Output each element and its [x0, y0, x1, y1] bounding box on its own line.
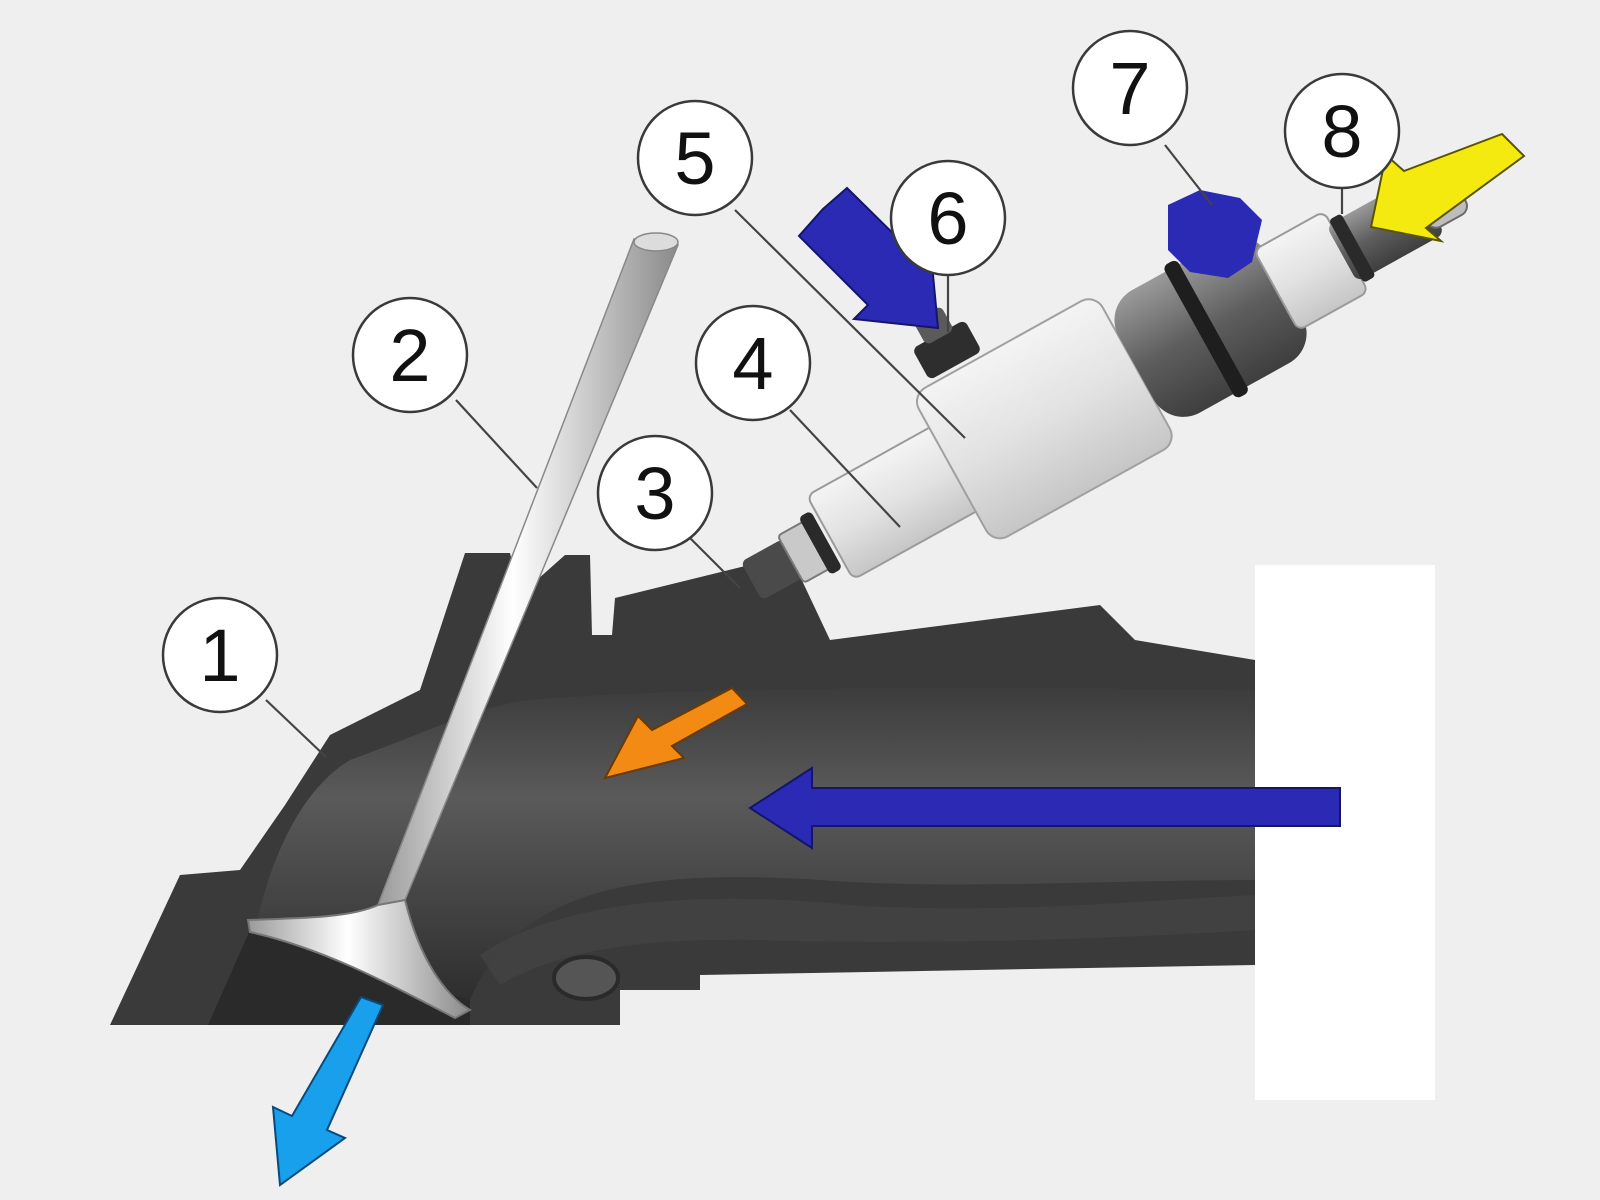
blue-cap	[1168, 190, 1262, 278]
callout-1-label: 1	[199, 614, 240, 697]
callout-5-label: 5	[674, 117, 715, 200]
valve-seat-cavity	[208, 930, 470, 1025]
valve-stem-tip	[633, 232, 679, 252]
leader-4	[789, 409, 901, 528]
callout-leaders	[265, 144, 1344, 758]
fuel-injector	[742, 170, 1468, 599]
fuel-inlet-arrow	[1369, 132, 1526, 243]
intake-valve	[246, 232, 680, 1020]
callout-3-label: 3	[634, 452, 675, 535]
blank-panel	[1255, 565, 1435, 1100]
leader-5	[734, 209, 966, 439]
leader-1	[265, 699, 327, 758]
callout-6: 6	[889, 159, 1007, 277]
port-floor-rib	[480, 895, 1255, 985]
leader-2	[455, 399, 538, 489]
callout-1: 1	[161, 596, 279, 714]
callout-8-label: 8	[1321, 90, 1362, 173]
callout-2: 2	[351, 296, 469, 414]
callout-7-label: 7	[1109, 47, 1150, 130]
air-flow-arrow	[748, 766, 1341, 850]
connector-base	[914, 321, 980, 379]
leader-7	[1164, 144, 1213, 206]
valve-head	[246, 898, 473, 1020]
injector-o-ring	[800, 512, 841, 574]
callout-5: 5	[636, 99, 754, 217]
leader-3	[689, 537, 741, 589]
callout-2-label: 2	[389, 314, 430, 397]
intake-port-passage	[255, 688, 1255, 1000]
callout-8: 8	[1283, 72, 1401, 190]
injector-filter-band	[1330, 214, 1375, 282]
callout-4: 4	[694, 304, 812, 422]
fuel-spray-arrow	[603, 686, 749, 780]
exhaust-arrow	[271, 995, 385, 1187]
callout-7: 7	[1071, 29, 1189, 147]
callout-3: 3	[596, 434, 714, 552]
injector-nozzle-tip	[742, 540, 802, 599]
air-inlet-arrow	[797, 186, 940, 330]
callout-4-label: 4	[732, 322, 773, 405]
injector-upper-o-ring	[1164, 260, 1248, 398]
callout-6-label: 6	[927, 177, 968, 260]
bolt-hole	[552, 955, 620, 1001]
